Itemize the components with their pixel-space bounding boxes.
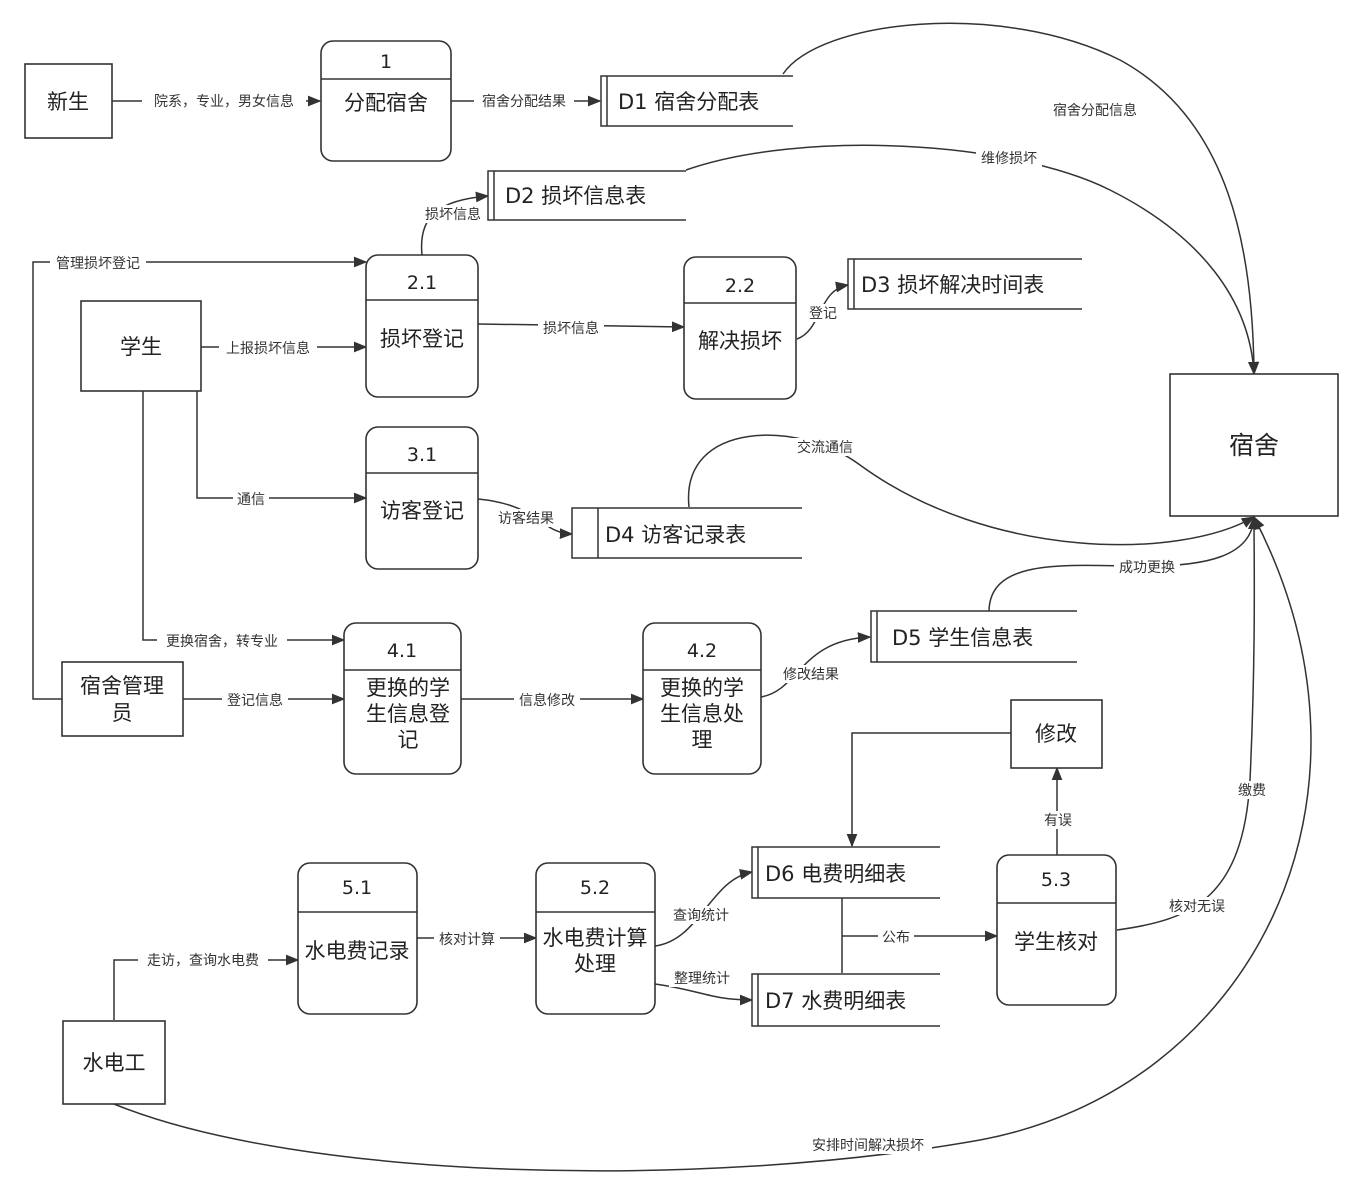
process-1-id: 1 [380,51,392,73]
label-reg: 登记 [809,306,837,322]
process-2-2: 2.2 解决损坏 [683,256,797,400]
store-d1-label: D1 宿舍分配表 [618,90,759,114]
process-2-1-name: 损坏登记 [380,327,464,351]
flow-d1-to-dorm [782,22,1260,376]
flow-modify-to-d6 [846,732,1011,848]
label-check: 核对计算 [439,932,495,948]
label-alloc: 宿舍分配结果 [482,93,566,110]
label-repair: 维修损坏 [981,151,1037,167]
entity-student: 学生 [80,300,202,392]
label-allocinfo: 宿舍分配信息 [1053,102,1137,119]
process-5-2-id: 5.2 [580,877,610,899]
store-d7: D7 水费明细表 [751,973,940,1027]
flow-electrician-to-dorm [113,515,1312,1172]
process-5-3: 5.3 学生核对 [996,854,1117,1006]
store-d2: D2 损坏信息表 [487,170,686,221]
flow-p52-to-d7 [654,983,754,1006]
label-fresh: 院系，专业，男女信息 [154,93,294,110]
process-1-name: 分配宿舍 [344,91,428,115]
flow-d4-to-dorm [687,434,1256,546]
label-change: 更换宿舍，转专业 [166,633,278,650]
entity-electrician: 水电工 [62,1020,166,1105]
process-2-2-name: 解决损坏 [698,329,782,353]
label-comm: 通信 [237,492,265,508]
label-sort: 整理统计 [674,971,730,987]
label-pay: 缴费 [1238,783,1266,799]
store-d1: D1 宿舍分配表 [600,75,793,127]
process-4-1-name-line3: 记 [398,728,419,752]
flow-labels: 院系，专业，男女信息 宿舍分配结果 宿舍分配信息 维修损坏 损坏信息 管理损坏登… [50,92,1270,1154]
label-success: 成功更换 [1119,559,1175,576]
process-5-2-name-line2: 处理 [574,952,616,976]
entity-manager-line2: 员 [112,701,133,725]
label-dmg1: 损坏信息 [425,206,481,223]
flow-student-to-p31 [196,391,368,504]
label-modres: 修改结果 [783,667,839,683]
label-arrange: 安排时间解决损坏 [812,1138,924,1154]
process-5-2: 5.2 水电费计算 处理 [535,862,656,1015]
label-pub: 公布 [882,930,910,946]
entity-dorm: 宿舍 [1169,373,1339,517]
process-1: 1 分配宿舍 [320,40,452,162]
process-4-1: 4.1 更换的学 生信息登 记 [343,622,462,775]
store-d2-label: D2 损坏信息表 [505,184,646,208]
flow-d2-to-dorm [685,144,1259,376]
store-d3-label: D3 损坏解决时间表 [861,273,1044,297]
label-mgrdmg: 管理损坏登记 [56,256,140,272]
store-d6: D6 电费明细表 [751,846,940,899]
process-2-1: 2.1 损坏登记 [365,254,479,398]
process-3-1-name: 访客登记 [380,499,464,523]
process-4-2-name-line1: 更换的学 [660,676,744,700]
label-err: 有误 [1044,813,1072,829]
store-d5: D5 学生信息表 [870,610,1077,663]
entity-dorm-label: 宿舍 [1229,431,1279,460]
flow-p53-to-dorm [1116,515,1260,931]
label-reginfo: 登记信息 [227,692,283,709]
label-visitq: 走访，查询水电费 [147,953,259,969]
entity-dorm-manager: 宿舍管理 员 [61,661,184,737]
process-4-2-id: 4.2 [687,640,717,662]
store-d3: D3 损坏解决时间表 [847,258,1082,310]
label-ok: 核对无误 [1169,899,1225,915]
process-4-1-name-line2: 生信息登 [366,702,450,726]
process-3-1-id: 3.1 [407,444,437,466]
entity-freshman: 新生 [24,63,113,139]
process-5-1: 5.1 水电费记录 [297,862,418,1015]
store-d7-label: D7 水费明细表 [765,989,906,1013]
process-4-2: 4.2 更换的学 生信息处 理 [642,622,762,775]
store-d4-label: D4 访客记录表 [605,523,746,547]
process-5-1-name: 水电费记录 [305,939,410,963]
label-report: 上报损坏信息 [226,340,310,357]
flow-student-to-p41 [142,391,346,646]
process-4-2-name-line2: 生信息处 [660,702,744,726]
process-5-3-name: 学生核对 [1014,930,1098,954]
process-2-1-id: 2.1 [407,272,437,294]
entity-electrician-label: 水电工 [83,1051,146,1075]
entity-manager-line1: 宿舍管理 [80,674,164,698]
label-dmg2: 损坏信息 [543,320,599,337]
process-4-1-id: 4.1 [387,640,417,662]
process-5-3-id: 5.3 [1041,869,1071,891]
process-5-1-id: 5.1 [342,877,372,899]
flow-p21-to-d2 [420,191,490,256]
process-4-2-name-line3: 理 [692,728,713,752]
process-4-1-name-line1: 更换的学 [366,676,450,700]
store-d4: D4 访客记录表 [571,507,802,559]
entity-modify: 修改 [1010,699,1103,769]
label-visit: 访客结果 [498,510,554,527]
label-query: 查询统计 [673,908,729,924]
entity-modify-label: 修改 [1035,722,1077,746]
process-3-1: 3.1 访客登记 [365,426,479,570]
entity-freshman-label: 新生 [47,90,89,114]
label-infomod: 信息修改 [519,692,575,709]
store-d6-label: D6 电费明细表 [765,862,906,886]
flow-manager-to-p21 [32,256,368,700]
label-exch: 交流通信 [797,439,853,456]
process-2-2-id: 2.2 [725,275,755,297]
process-5-2-name-line1: 水电费计算 [543,926,648,950]
store-d5-label: D5 学生信息表 [892,626,1033,650]
entity-student-label: 学生 [120,335,162,359]
